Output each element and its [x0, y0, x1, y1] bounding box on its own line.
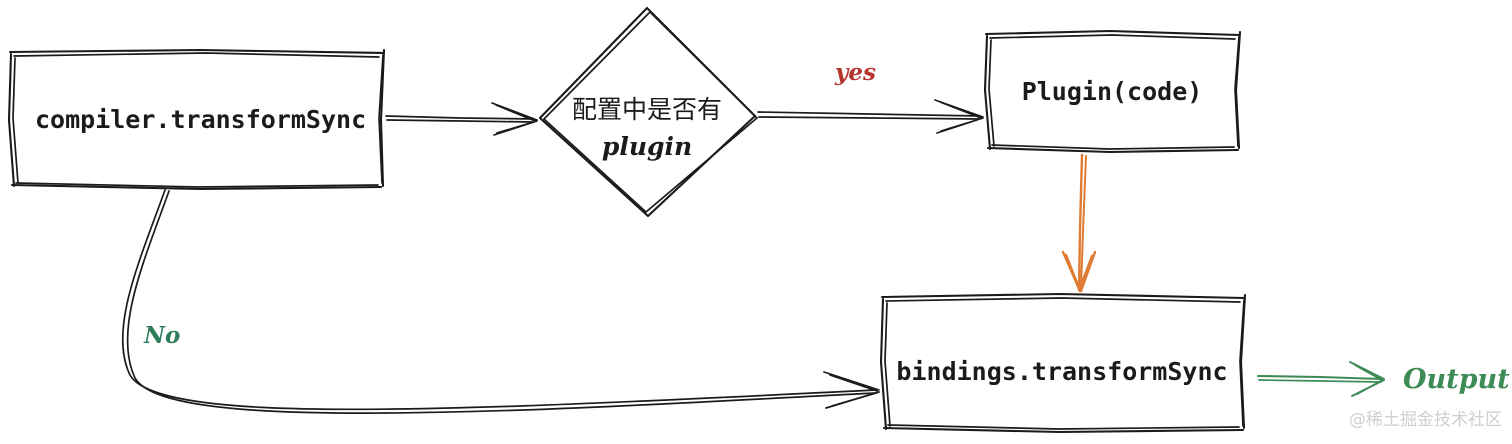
- edge-decision-to-plugin-line-double: [758, 116, 980, 120]
- node-plugin-outline: [983, 29, 1242, 154]
- edge-bindings-to-output-line-double: [1258, 379, 1382, 383]
- node-decision-plugin[interactable]: 配置中是否有 plugin: [538, 6, 759, 218]
- node-plugin-label: Plugin(code): [1022, 77, 1203, 106]
- edge-bindings-to-output-arrowhead: [1349, 361, 1385, 397]
- node-bindings-label: bindings.transformSync: [896, 357, 1227, 386]
- edge-label-yes: yes: [834, 59, 876, 86]
- edge-bindings-to-output: Output: [1256, 361, 1510, 397]
- edge-compiler-to-decision: [385, 102, 538, 136]
- edge-compiler-to-bindings-curve-double: [126, 190, 877, 414]
- edge-compiler-to-decision-line: [385, 115, 535, 120]
- edge-plugin-to-bindings-line-double: [1080, 155, 1087, 289]
- node-compiler-outline: [7, 48, 386, 191]
- edge-compiler-to-bindings-arrowhead: [823, 371, 880, 409]
- node-decision-label-line1: 配置中是否有: [572, 95, 722, 124]
- node-compiler-label: compiler.transformSync: [35, 105, 366, 134]
- edge-plugin-to-bindings-arrowhead: [1061, 250, 1097, 293]
- edge-compiler-to-bindings-curve: [121, 189, 877, 411]
- edge-label-no: No: [143, 322, 180, 349]
- node-compiler-outline-double: [12, 52, 384, 188]
- edge-decision-to-plugin-line: [757, 111, 981, 117]
- edge-decision-to-plugin-arrowhead: [934, 99, 984, 134]
- node-bindings-outline-double: [884, 297, 1245, 430]
- edge-decision-to-plugin: yes: [757, 59, 984, 134]
- edge-bindings-to-output-line: [1256, 374, 1384, 381]
- edge-compiler-to-decision-arrowhead: [491, 102, 538, 136]
- node-compiler-transformsync[interactable]: compiler.transformSync: [7, 48, 386, 191]
- edge-plugin-to-bindings-line: [1077, 153, 1084, 292]
- node-decision-label-line2: plugin: [602, 132, 692, 161]
- node-decision-outline-double: [542, 11, 759, 214]
- output-label: Output: [1403, 364, 1510, 395]
- edge-compiler-to-bindings: No: [121, 189, 880, 414]
- node-bindings-outline: [879, 292, 1247, 434]
- watermark-text: @稀土掘金技术社区: [1349, 410, 1502, 430]
- edge-plugin-to-bindings: [1061, 153, 1097, 293]
- node-plugin-code[interactable]: Plugin(code): [983, 29, 1242, 154]
- node-bindings-transformsync[interactable]: bindings.transformSync: [879, 292, 1247, 434]
- node-plugin-outline-double: [988, 34, 1240, 150]
- edge-compiler-to-decision-line-double: [386, 119, 533, 123]
